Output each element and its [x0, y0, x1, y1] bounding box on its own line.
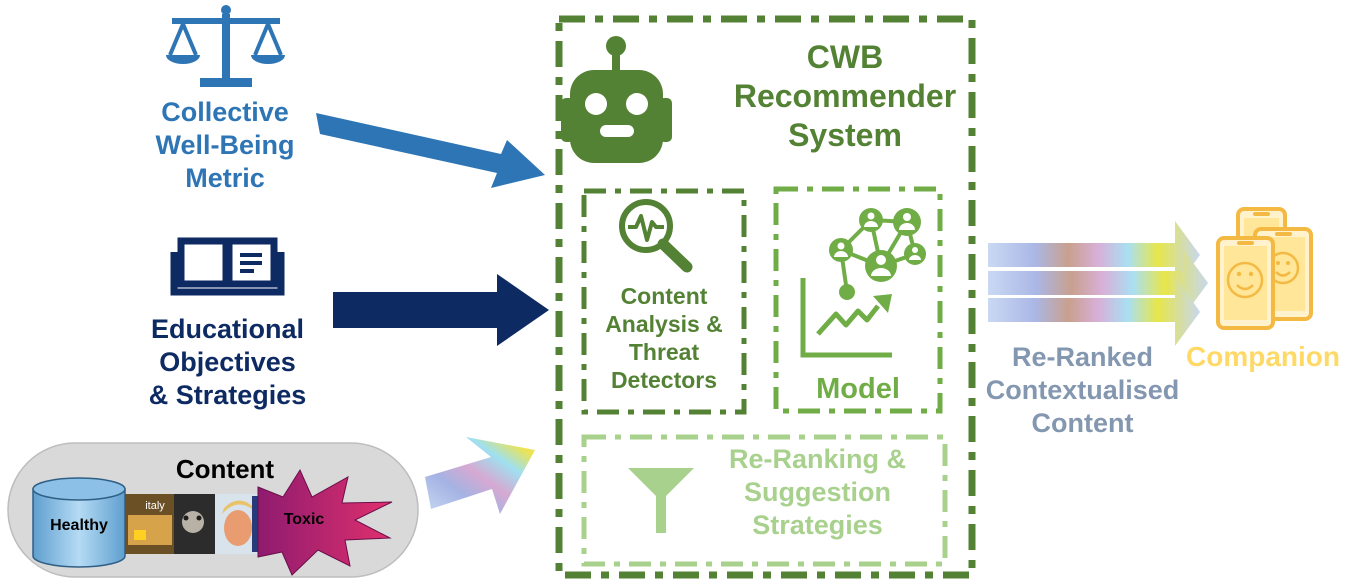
network-growth-chart-icon — [800, 208, 926, 358]
robot-icon — [561, 36, 672, 163]
funnel-icon — [628, 468, 694, 533]
balance-scale-icon — [166, 5, 285, 87]
model-module-frame — [773, 186, 943, 414]
content-flow-arrow — [425, 437, 535, 514]
magnifier-waveform-icon — [619, 199, 693, 273]
open-book-icon — [170, 237, 285, 296]
explosion-burst-icon — [257, 468, 393, 576]
companion-label: Companion — [1186, 341, 1340, 372]
educational-objectives-label: Educational Objectives & Strategies — [148, 314, 307, 410]
output-arrows — [988, 221, 1208, 346]
thumbnail-caption: italy — [145, 500, 165, 512]
reranked-content-label: Re-Ranked Contextualised Content — [985, 342, 1180, 438]
healthy-label: Healthy — [50, 517, 108, 534]
image-thumbnails — [125, 494, 262, 554]
content-analysis-label: Content Analysis & Threat Detectors — [605, 283, 723, 394]
reranking-label: Re-Ranking & Suggestion Strategies — [728, 444, 907, 540]
content-analysis-module-frame — [581, 188, 747, 415]
toxic-label: Toxic — [283, 511, 325, 528]
database-cylinder-icon — [32, 477, 126, 568]
reranking-module-frame — [581, 434, 948, 567]
content-title: Content — [175, 454, 275, 484]
cwb-input-arrow — [316, 113, 545, 188]
model-label: Model — [816, 373, 900, 405]
smiley-phones-icon — [1216, 207, 1313, 330]
system-title: CWB Recommender System — [733, 39, 957, 154]
recommender-system-frame — [555, 15, 976, 579]
cwb-metric-label: Collective Well-Being Metric — [155, 97, 295, 193]
educational-input-arrow — [333, 274, 549, 346]
